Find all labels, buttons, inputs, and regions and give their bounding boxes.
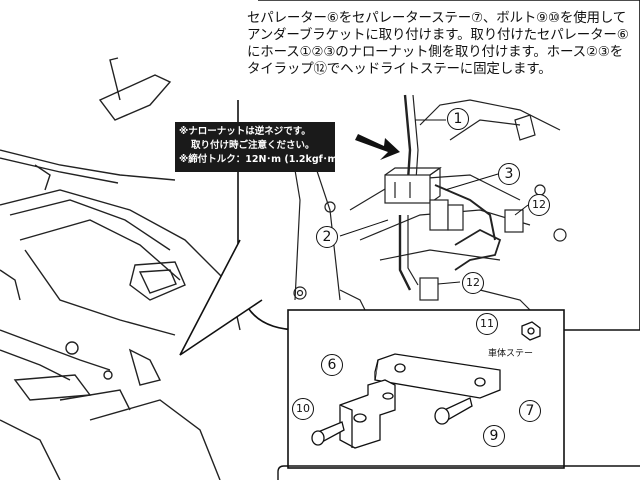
note-line-3: ※締付トルク：12N･m (1.2kgf･m) xyxy=(179,154,342,165)
callout-bolt-10: 10 xyxy=(292,398,314,420)
callout-hose-1: 1 xyxy=(447,108,469,130)
motorcycle-front xyxy=(0,57,241,480)
parts-drawings xyxy=(311,321,541,449)
direction-arrow xyxy=(355,134,400,160)
note-line-1: ※ナローナットは逆ネジです。 xyxy=(179,126,311,137)
callout-hose-2: 2 xyxy=(316,226,338,248)
callout-separator-6: 6 xyxy=(321,354,343,376)
body-stay-label: 車体ステー xyxy=(488,349,534,359)
zoom-bubble-top xyxy=(179,0,640,356)
callout-tie-wrap-12a: 12 xyxy=(528,194,550,216)
callout-nut-11: 11 xyxy=(476,313,498,335)
callout-bolt-9: 9 xyxy=(483,425,505,447)
separator-assembly-sketch xyxy=(289,94,567,321)
callout-tie-wrap-12b: 12 xyxy=(462,272,484,294)
instruction-text: セパレーター⑥をセパレーターステー⑦、ボルト⑨⑩を使用してアンダーブラケットに取… xyxy=(247,10,629,77)
caution-note: ※ナローナットは逆ネジです。 取り付け時ご注意ください。 ※締付トルク：12N･… xyxy=(175,122,342,172)
callout-stay-7: 7 xyxy=(519,400,541,422)
callout-hose-3: 3 xyxy=(498,163,520,185)
next-panel-edge xyxy=(277,465,640,480)
note-line-2: 取り付け時ご注意ください。 xyxy=(191,140,315,151)
